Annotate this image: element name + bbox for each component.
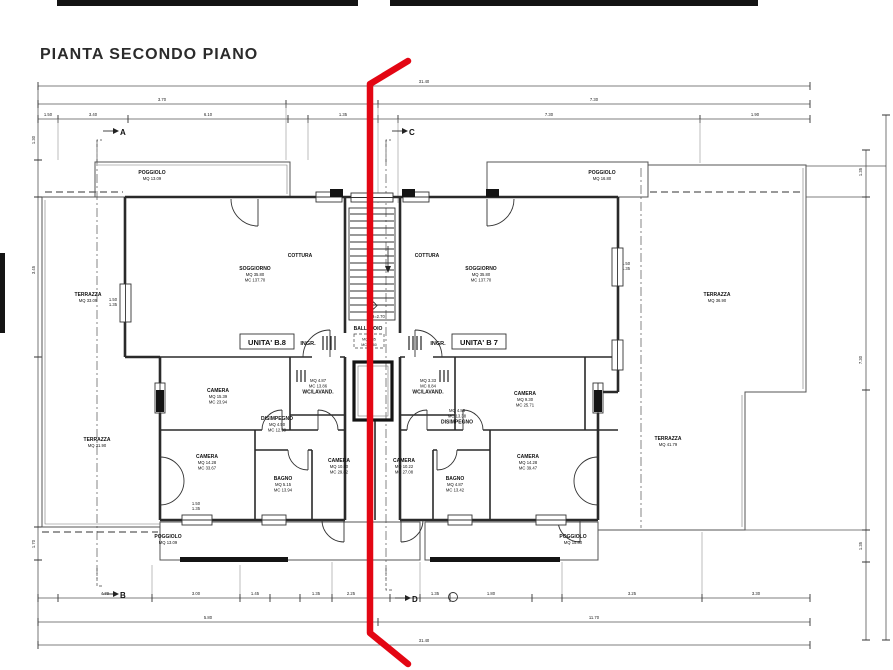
doors [159,198,599,543]
exterior-walls [123,195,620,522]
section-letter-b: B [120,591,126,600]
svg-text:1.35: 1.35 [858,541,863,550]
svg-text:2.25: 2.25 [347,591,356,596]
svg-text:1.35: 1.35 [431,591,440,596]
svg-text:1.50: 1.50 [44,112,53,117]
dimension-lines [34,82,890,649]
dimension-labels: 31.40 3.70 7.30 1.50 3.40 6.10 1.35 7.30… [31,79,863,643]
svg-text:5.80: 5.80 [204,615,213,620]
svg-text:1.80: 1.80 [487,591,496,596]
section-letter-d: D [412,595,418,604]
svg-text:1.35: 1.35 [192,506,201,511]
unit-label-b8: UNITA' B.8 [248,338,286,347]
svg-text:3.30: 3.30 [752,591,761,596]
room-cottura-r: COTTURA [415,253,440,259]
svg-text:7.30: 7.30 [590,97,599,102]
svg-text:1.50: 1.50 [109,297,118,302]
svg-text:1.70: 1.70 [31,539,36,548]
svg-text:1.35: 1.35 [622,266,631,271]
svg-text:3.45: 3.45 [31,265,36,274]
svg-text:3.00: 3.00 [192,591,201,596]
svg-text:4.70: 4.70 [101,591,110,596]
svg-text:7.30: 7.30 [858,355,863,364]
unit-label-b7: UNITA' B 7 [460,338,498,347]
threshold-glyphs [296,336,449,382]
overhang-dashed-lines [42,191,804,533]
section-letter-c: C [409,128,415,137]
stair-height-label: H=2.70 [371,314,385,319]
svg-text:7.30: 7.30 [545,112,554,117]
svg-text:31.40: 31.40 [419,638,430,643]
svg-text:3.40: 3.40 [89,112,98,117]
red-marker-line [366,57,412,668]
svg-text:1.50: 1.50 [192,501,201,506]
svg-text:1.35: 1.35 [858,167,863,176]
ingr-left: INGR. [300,341,316,347]
ingr-right: INGR. [430,341,446,347]
edge-artifacts [0,0,758,333]
page-title: PIANTA SECONDO PIANO [40,46,259,63]
section-lines [96,140,642,580]
section-markers: A C B D [96,128,458,604]
unit-labels: UNITA' B.8 INGR. UNITA' B 7 INGR. [239,333,507,350]
svg-text:1.30: 1.30 [31,135,36,144]
wall-fill-blocks [156,189,602,562]
svg-text:1.35: 1.35 [312,591,321,596]
interior-walls [160,356,618,520]
svg-text:1.35: 1.35 [339,112,348,117]
svg-text:31.40: 31.40 [419,79,430,84]
svg-text:3.70: 3.70 [158,97,167,102]
room-cottura-l: COTTURA [288,253,313,259]
svg-text:1.90: 1.90 [751,112,760,117]
svg-text:11.70: 11.70 [589,615,600,620]
svg-text:1.45: 1.45 [251,591,260,596]
svg-text:6.10: 6.10 [204,112,213,117]
terrace-balcony-walls [41,161,807,561]
svg-text:1.35: 1.35 [109,302,118,307]
section-letter-a: A [120,128,126,137]
svg-text:1.50: 1.50 [622,261,631,266]
svg-text:3.25: 3.25 [628,591,637,596]
